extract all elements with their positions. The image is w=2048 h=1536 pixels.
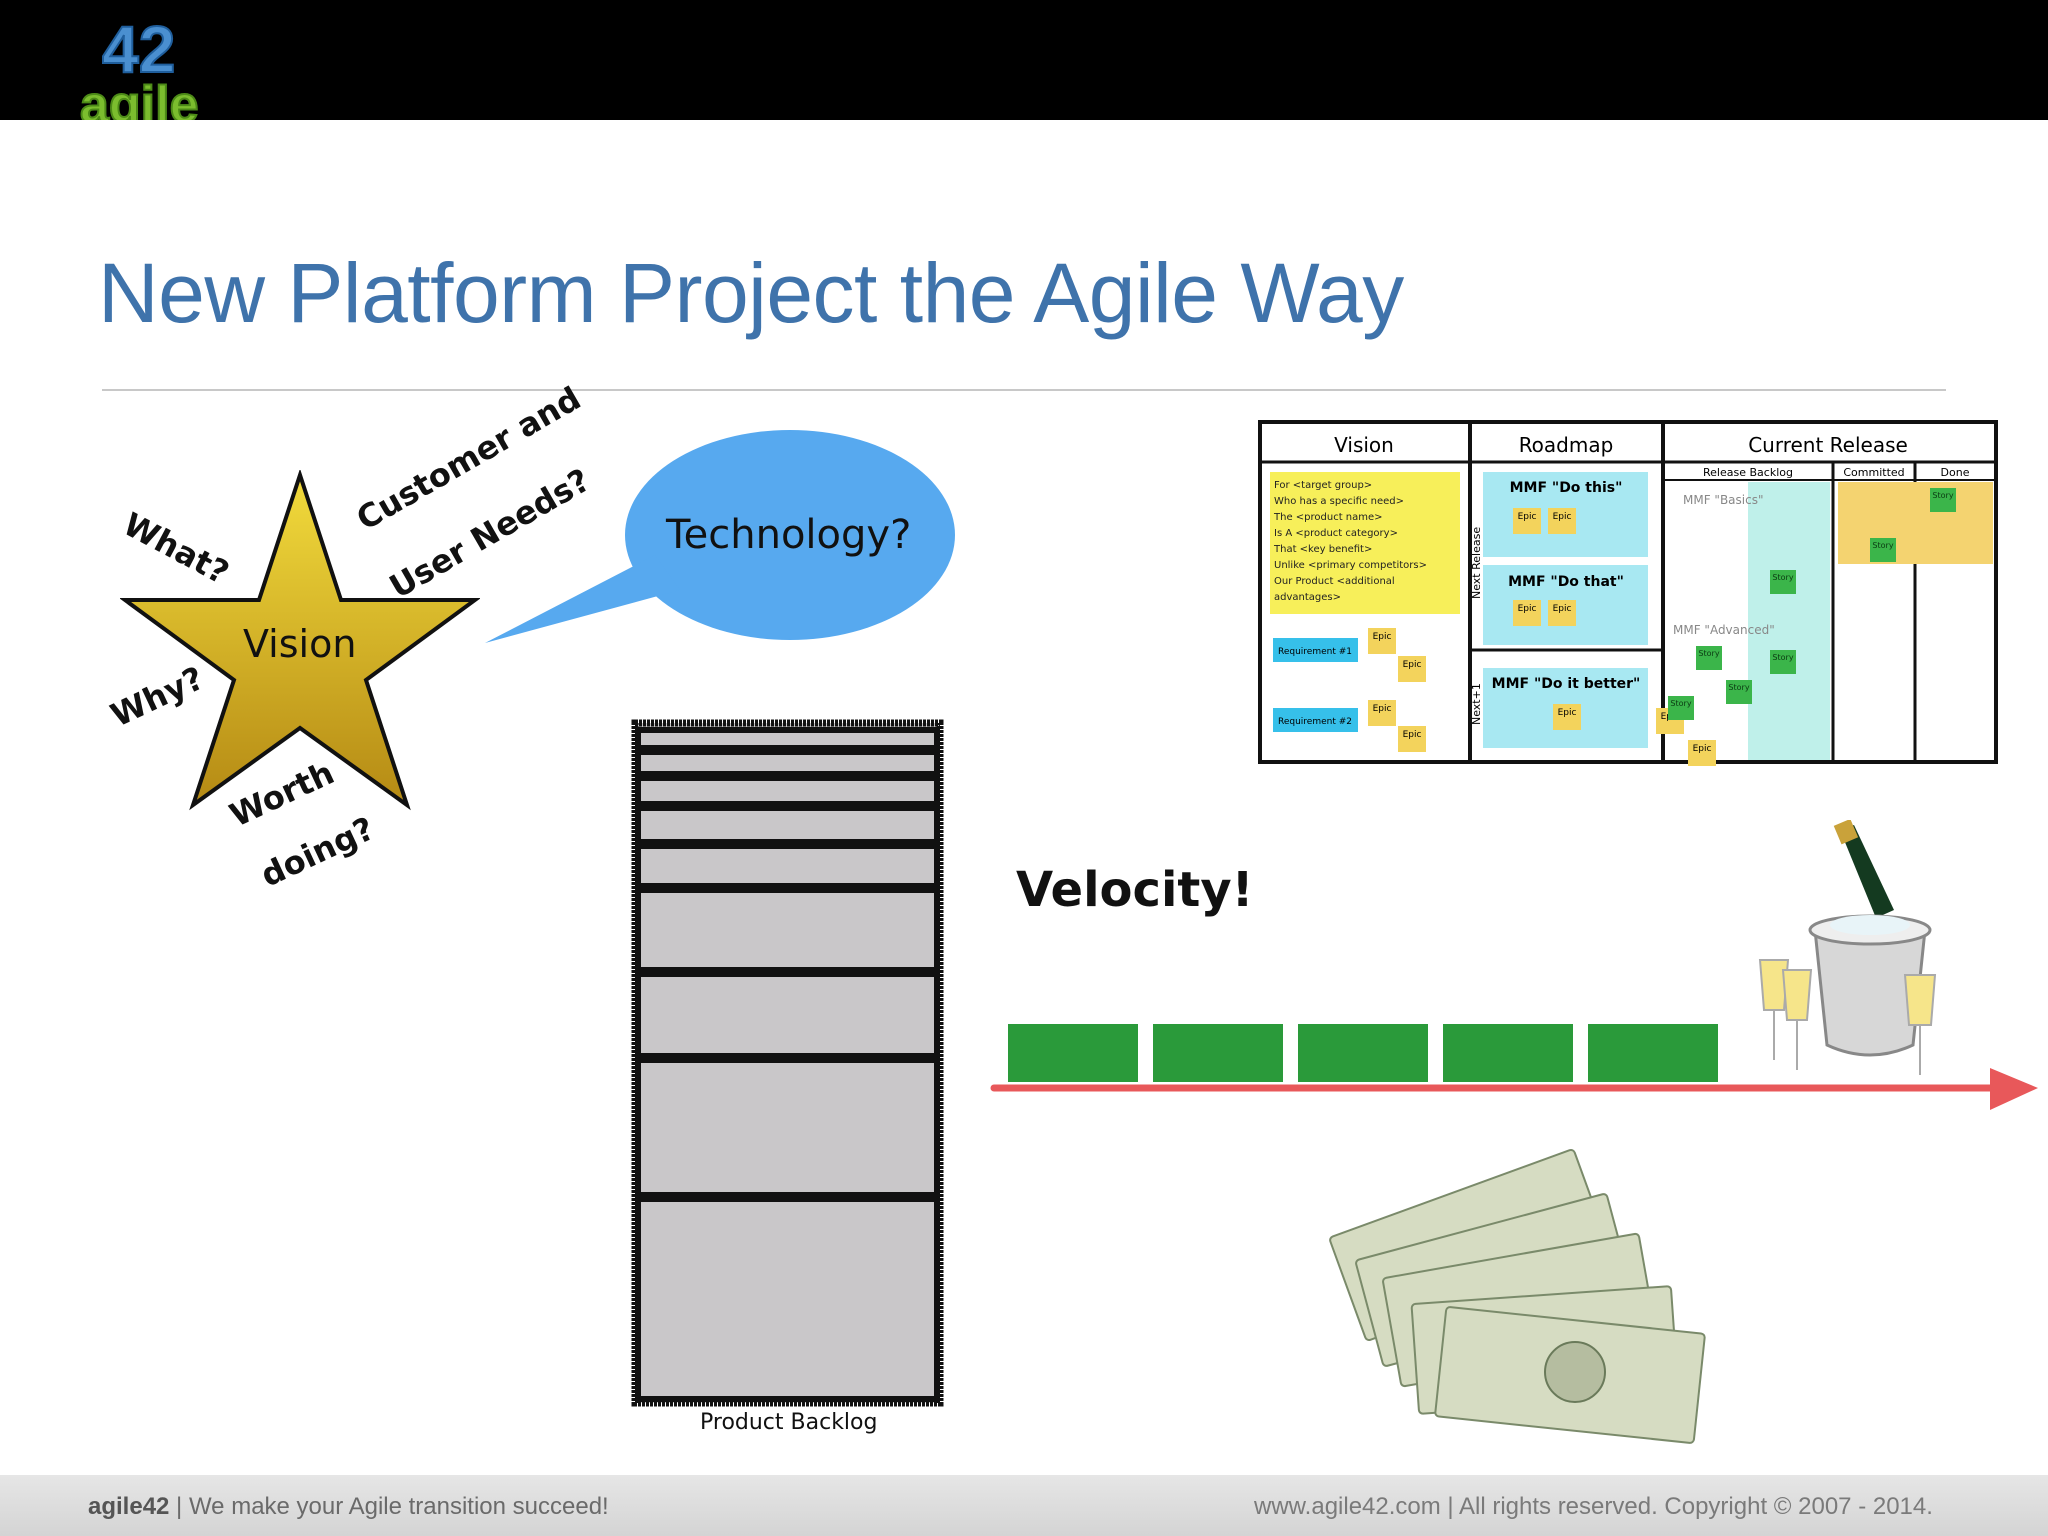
epic-note	[1553, 704, 1581, 730]
board-release-title: Current Release	[1748, 433, 1908, 457]
technology-bubble	[485, 430, 955, 643]
backlog-label: Product Backlog	[700, 1410, 878, 1435]
story-note	[1726, 680, 1752, 704]
vision-line: advantages>	[1274, 592, 1341, 603]
backlog-item	[635, 887, 940, 973]
velocity-increment	[1298, 1024, 1428, 1082]
board-col-done: Done	[1941, 466, 1970, 479]
epic-note	[1398, 656, 1426, 682]
board-roadmap-title: Roadmap	[1519, 433, 1614, 457]
story-note	[1870, 538, 1896, 562]
svg-text:42: 42	[102, 12, 175, 86]
epic-note	[1398, 726, 1426, 752]
board-col-backlog: Release Backlog	[1703, 466, 1793, 479]
board-mmf3: MMF "Do it better"	[1492, 676, 1641, 692]
vision-line: Our Product <additional	[1274, 576, 1395, 587]
vision-line: The <product name>	[1273, 512, 1383, 523]
footer-copyright: www.agile42.com | All rights reserved. C…	[1254, 1493, 1933, 1520]
vision-line: Is A <product category>	[1274, 528, 1398, 539]
story-note-label: Story	[1872, 541, 1893, 550]
top-banner	[0, 0, 2048, 120]
footer-tagline-text: | We make your Agile transition succeed!	[169, 1493, 609, 1520]
story-note-label: Story	[1772, 653, 1793, 662]
board-next-release: Next Release	[1470, 527, 1483, 599]
footer-brand: agile42	[88, 1493, 170, 1520]
backlog-item	[635, 749, 940, 777]
epic-note	[1688, 740, 1716, 766]
story-note	[1696, 646, 1722, 670]
epic-note-label: Epic	[1403, 730, 1422, 740]
story-note	[1930, 488, 1956, 512]
board-req2: Requirement #2	[1278, 717, 1352, 727]
footer-bar	[0, 1475, 2048, 1536]
backlog-item	[635, 1057, 940, 1198]
epic-note-label: Epic	[1553, 512, 1572, 522]
vision-star	[120, 470, 480, 811]
epic-note	[1548, 600, 1576, 626]
product-backlog	[631, 719, 944, 1407]
story-note-label: Story	[1772, 573, 1793, 582]
story-note	[1770, 570, 1796, 594]
backlog-item	[635, 843, 940, 889]
velocity-increment	[1008, 1024, 1138, 1082]
backlog-item	[635, 727, 940, 751]
velocity-increment	[1588, 1024, 1718, 1082]
epic-note-label: Epic	[1373, 704, 1392, 714]
epic-note-label: Epic	[1693, 744, 1712, 754]
story-note	[1770, 650, 1796, 674]
story-note-label: Story	[1728, 683, 1749, 692]
board-mmf-advanced: MMF "Advanced"	[1673, 623, 1775, 637]
story-note-label: Story	[1670, 699, 1691, 708]
epic-note	[1513, 600, 1541, 626]
epic-note-label: Epic	[1558, 708, 1577, 718]
technology-label: Technology?	[666, 512, 912, 558]
backlog-item	[635, 775, 940, 807]
story-note-label: Story	[1932, 491, 1953, 500]
champagne-icon	[1758, 820, 1937, 1075]
vision-line: That <key benefit>	[1273, 544, 1372, 555]
velocity-label: Velocity!	[1016, 862, 1254, 918]
footer-tagline: agile42 | We make your Agile transition …	[88, 1493, 609, 1521]
backlog-item	[635, 971, 940, 1059]
board-mmf2: MMF "Do that"	[1508, 574, 1624, 590]
vision-label: Vision	[243, 622, 357, 666]
board-col-committed: Committed	[1843, 466, 1904, 479]
epic-note-label: Epic	[1373, 632, 1392, 642]
epic-note-label: Epic	[1553, 604, 1572, 614]
epic-note-label: Epic	[1403, 660, 1422, 670]
slide-title: New Platform Project the Agile Way	[98, 246, 1404, 340]
agile-board: Vision Roadmap Current Release Release B…	[1258, 420, 1998, 766]
agile42-logo: 42 agile	[79, 11, 200, 135]
story-note	[1668, 696, 1694, 720]
epic-note	[1368, 700, 1396, 726]
backlog-item	[635, 805, 940, 845]
board-mmf-basics: MMF "Basics"	[1683, 493, 1763, 507]
velocity-track	[990, 1024, 2038, 1110]
vision-line: Who has a specific need>	[1274, 496, 1404, 507]
velocity-increment	[1153, 1024, 1283, 1082]
epic-note-label: Epic	[1518, 604, 1537, 614]
money-icon	[1329, 1148, 1706, 1444]
board-mmf1: MMF "Do this"	[1510, 480, 1623, 496]
velocity-increment	[1443, 1024, 1573, 1082]
epic-note	[1548, 508, 1576, 534]
slide-canvas	[0, 120, 2048, 1475]
epic-note	[1368, 628, 1396, 654]
epic-note	[1513, 508, 1541, 534]
title-divider	[102, 389, 1946, 391]
story-note-label: Story	[1698, 649, 1719, 658]
backlog-item	[635, 1196, 940, 1402]
board-next1: Next+1	[1470, 683, 1483, 725]
vision-line: Unlike <primary competitors>	[1274, 560, 1427, 571]
board-vision-title: Vision	[1334, 433, 1394, 457]
vision-line: For <target group>	[1274, 480, 1372, 491]
epic-note-label: Epic	[1518, 512, 1537, 522]
board-req1: Requirement #1	[1278, 647, 1352, 657]
